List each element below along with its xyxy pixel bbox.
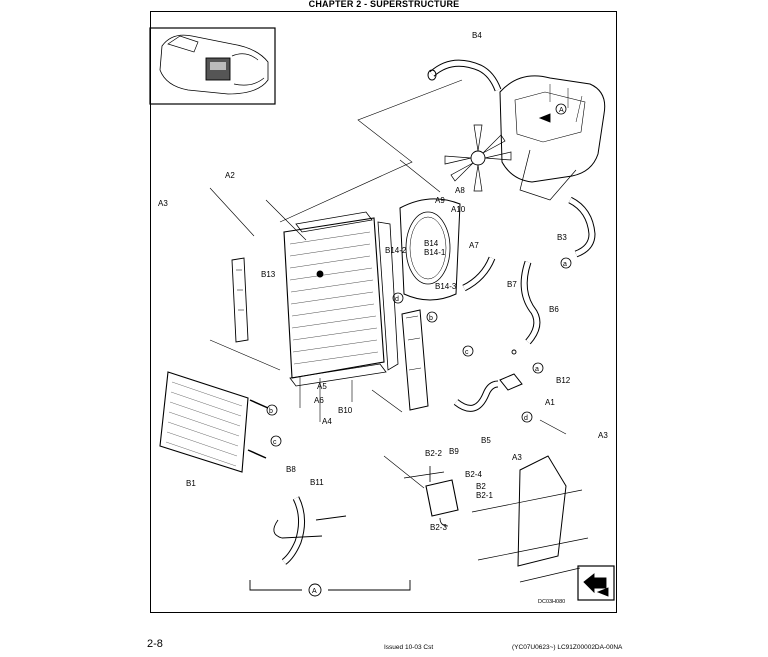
hose-b4 <box>427 59 502 92</box>
callout-a8: A8 <box>455 186 465 195</box>
callout-c-mid: c <box>465 349 469 356</box>
cooling-fan <box>444 124 512 192</box>
callout-b14-1: B14-1 <box>424 248 446 257</box>
section-a-bracket <box>249 580 411 597</box>
reserve-tank-b2 <box>403 466 459 527</box>
page-number: 2-8 <box>147 638 163 650</box>
callout-a6: A6 <box>314 396 324 405</box>
callout-b12: B12 <box>556 376 571 385</box>
callout-b8: B8 <box>286 465 296 474</box>
callout-b2-4: B2-4 <box>465 470 482 479</box>
callout-b14: B14 <box>424 239 439 248</box>
callout-b2-1: B2-1 <box>476 491 493 500</box>
fan-shroud <box>399 198 461 301</box>
page-header: CHAPTER 2 - SUPERSTRUCTURE <box>308 0 460 9</box>
hose-b5 <box>453 380 499 412</box>
engine-block <box>499 75 606 201</box>
callout-a5: A5 <box>317 382 327 391</box>
drawing-id: DC03H080 <box>538 599 565 605</box>
callout-a7: A7 <box>469 241 479 250</box>
section-ref-label: A <box>312 588 317 595</box>
callout-d-right: d <box>524 415 528 422</box>
frame-bracket <box>471 455 589 583</box>
callout-d-mid: d <box>395 296 399 303</box>
callout-b7: B7 <box>507 280 517 289</box>
callout-b6: B6 <box>549 305 559 314</box>
callout-a-right: a <box>563 261 567 268</box>
callout-a2: A2 <box>225 171 235 180</box>
callout-a10: A10 <box>451 205 466 214</box>
callout-b-mid: b <box>429 315 433 322</box>
callout-a9: A9 <box>435 196 445 205</box>
callout-b9: B9 <box>449 447 459 456</box>
callout-b1: B1 <box>186 479 196 488</box>
callout-b10: B10 <box>338 406 353 415</box>
callout-labels: B4 A A2 A3 A8 A9 A10 B14 B14-1 B14-2 A7 … <box>158 31 608 605</box>
callout-b3: B3 <box>557 233 567 242</box>
clamp-b12 <box>499 349 523 391</box>
arrow-icon <box>538 113 551 123</box>
callout-b-left: b <box>269 408 273 415</box>
callout-a1: A1 <box>545 398 555 407</box>
view-direction-icon <box>577 565 615 601</box>
oil-cooler-b1 <box>159 371 269 473</box>
callout-b4: B4 <box>472 31 482 40</box>
hose-b3 <box>568 196 596 258</box>
callout-b14-3: B14-3 <box>435 282 457 291</box>
radiator-core <box>283 211 399 387</box>
hose-b11 <box>273 496 347 565</box>
diagram-frame <box>150 11 617 613</box>
callout-c-left: c <box>273 439 277 446</box>
locator-inset <box>149 27 276 105</box>
callout-b14-2: B14-2 <box>385 246 407 255</box>
callout-b11: B11 <box>310 478 324 487</box>
hose-b7 <box>462 256 496 292</box>
callout-b2-3: B2-3 <box>430 523 447 532</box>
callout-b13: B13 <box>261 270 276 279</box>
callout-a-mid: a <box>535 366 539 373</box>
side-guard-b13 <box>231 257 249 343</box>
callout-a-top: A <box>559 107 564 114</box>
side-cover <box>401 309 429 411</box>
callout-a4: A4 <box>322 417 332 426</box>
callout-a3-left: A3 <box>158 199 168 208</box>
callout-b2: B2 <box>476 482 486 491</box>
callout-b2-2: B2-2 <box>425 449 442 458</box>
exploded-parts-diagram: B4 A A2 A3 A8 A9 A10 B14 B14-1 B14-2 A7 … <box>149 27 615 605</box>
callout-a3-low: A3 <box>512 453 522 462</box>
document-code: (YC07U0623~) LC91Z00002DA-00NA <box>512 644 623 651</box>
callout-a3-right: A3 <box>598 431 608 440</box>
hose-b6 <box>520 260 541 345</box>
leader-lines <box>209 79 567 489</box>
issue-date: Issued 10-03 Cst <box>384 644 434 651</box>
callout-b5: B5 <box>481 436 491 445</box>
reference-circles <box>266 103 572 447</box>
